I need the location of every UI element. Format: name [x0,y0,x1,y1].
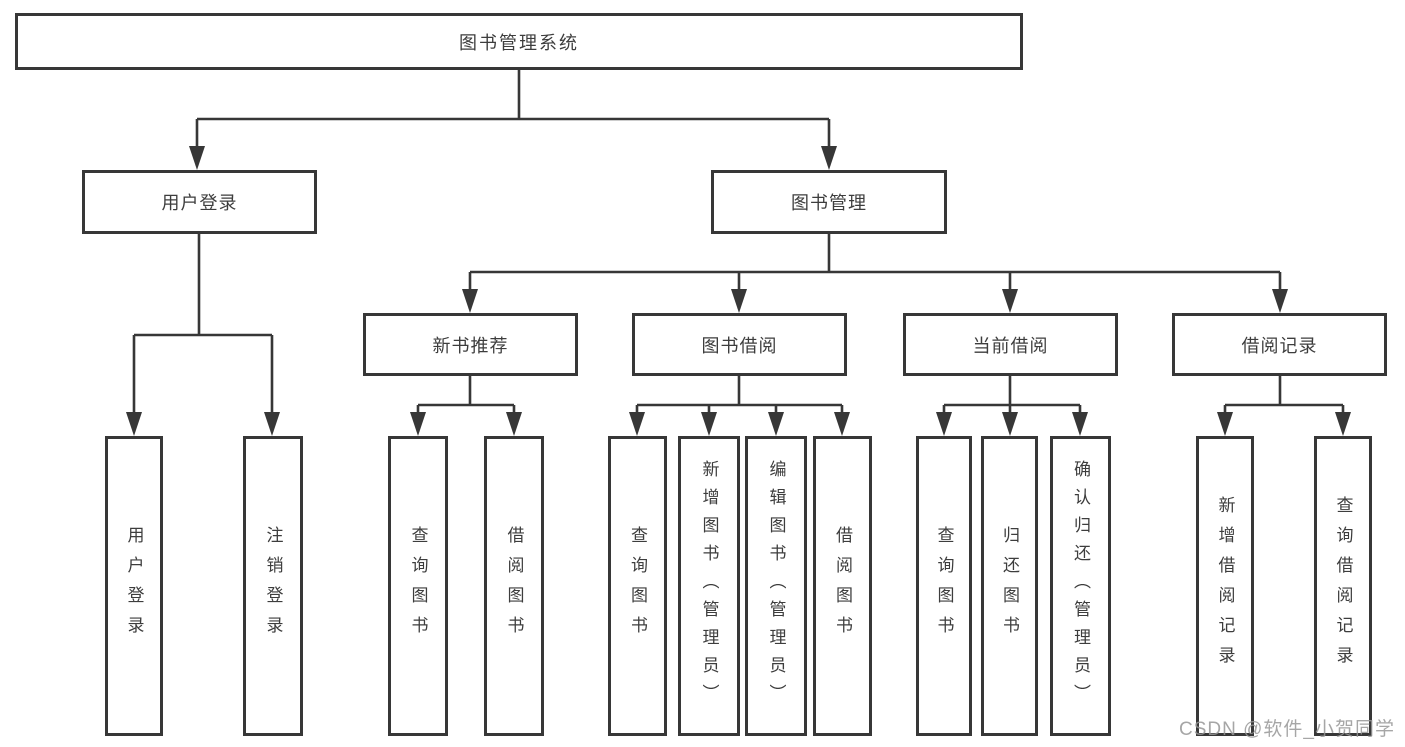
leaf-bb-borrow-book-label: 借阅图书 [833,526,852,646]
leaf-bb-query-book-label: 查询图书 [628,526,647,646]
node-new-book-recommend-label: 新书推荐 [432,335,509,356]
leaf-cb-query-book-label: 查询图书 [934,526,954,646]
node-book-borrow-label: 图书借阅 [701,335,778,356]
leaf-nbr-query-book-label: 查询图书 [408,526,428,646]
leaf-logout: 注销登录 [243,436,303,736]
leaf-br-add-record: 新增借阅记录 [1196,436,1254,736]
leaf-cb-query-book: 查询图书 [916,436,972,736]
leaf-bb-edit-book-admin-label: 编辑图书（管理员） [766,460,786,712]
node-library-system: 图书管理系统 [15,13,1023,70]
leaf-logout-label: 注销登录 [263,526,283,646]
leaf-bb-add-book-admin-label: 新增图书（管理员） [699,460,719,712]
leaf-br-query-record-label: 查询借阅记录 [1333,496,1353,676]
leaf-bb-borrow-book: 借阅图书 [813,436,872,736]
leaf-cb-confirm-return-admin: 确认归还（管理员） [1050,436,1111,736]
leaf-br-query-record: 查询借阅记录 [1314,436,1372,736]
leaf-user-login-label: 用户登录 [124,526,144,646]
leaf-bb-edit-book-admin: 编辑图书（管理员） [745,436,807,736]
node-borrow-record-label: 借阅记录 [1241,335,1318,356]
node-user-login: 用户登录 [82,170,317,234]
node-book-borrow: 图书借阅 [632,313,847,376]
node-book-management-label: 图书管理 [791,193,867,213]
leaf-cb-return-book-label: 归还图书 [1000,526,1019,646]
leaf-user-login: 用户登录 [105,436,163,736]
leaf-nbr-query-book: 查询图书 [388,436,448,736]
leaf-nbr-borrow-book-label: 借阅图书 [504,526,524,646]
node-borrow-record: 借阅记录 [1172,313,1387,376]
leaf-bb-add-book-admin: 新增图书（管理员） [678,436,740,736]
leaf-cb-confirm-return-admin-label: 确认归还（管理员） [1071,460,1090,712]
leaf-bb-query-book: 查询图书 [608,436,667,736]
node-new-book-recommend: 新书推荐 [363,313,578,376]
leaf-cb-return-book: 归还图书 [981,436,1038,736]
node-book-management: 图书管理 [711,170,947,234]
node-user-login-label: 用户登录 [161,193,238,213]
node-library-system-label: 图书管理系统 [459,32,579,53]
node-current-borrow: 当前借阅 [903,313,1118,376]
leaf-br-add-record-label: 新增借阅记录 [1215,496,1235,676]
leaf-nbr-borrow-book: 借阅图书 [484,436,544,736]
node-current-borrow-label: 当前借阅 [972,335,1049,356]
csdn-watermark: CSDN @软件_小贺同学 [1179,719,1395,740]
